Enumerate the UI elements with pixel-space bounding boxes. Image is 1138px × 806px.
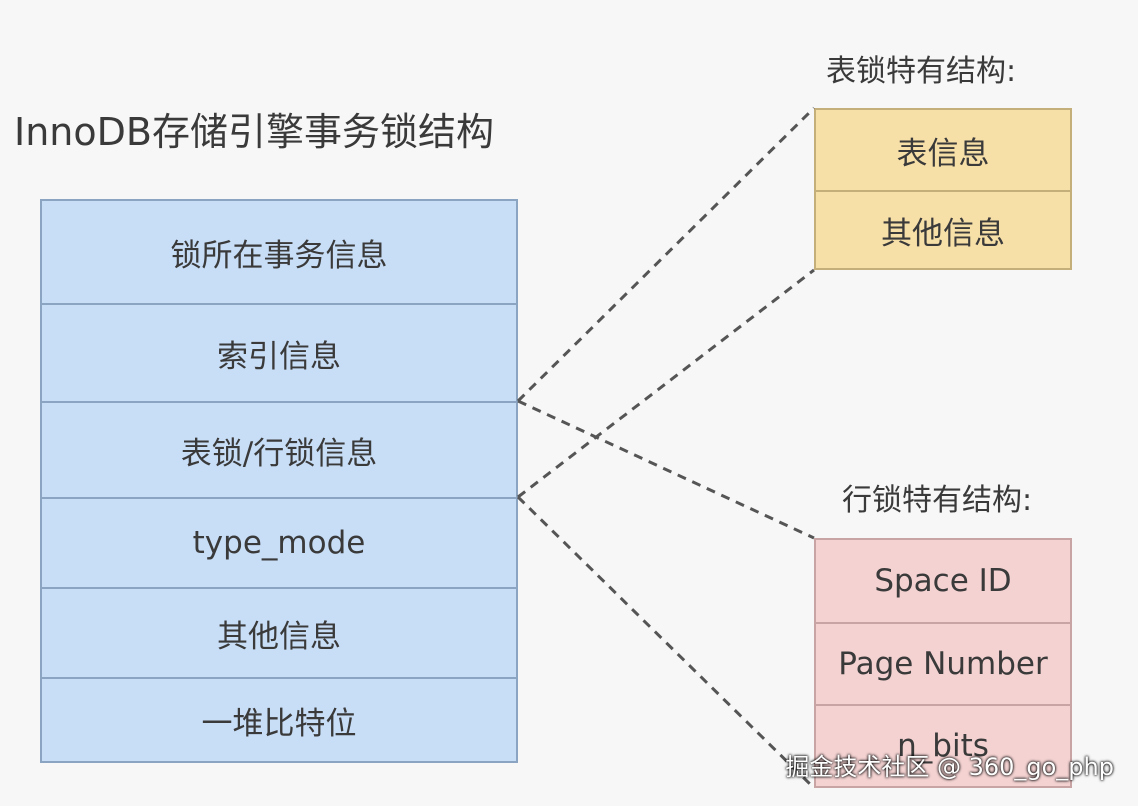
table-lock-row-other: 其他信息 [816, 190, 1070, 268]
lock-structure-row-transaction: 锁所在事务信息 [170, 237, 388, 274]
table-lock-title: 表锁特有结构: [826, 54, 1017, 89]
table-lock-box: 表信息 其他信息 [814, 108, 1072, 270]
lock-structure-row-other: 其他信息 [42, 587, 516, 677]
row-lock-box: Space ID Page Number n_bits [814, 538, 1072, 788]
diagram-title: InnoDB存储引擎事务锁结构 [14, 110, 494, 154]
connector-to-table-bottom [517, 268, 815, 499]
connector-to-row-top [517, 399, 815, 540]
lock-structure-row-index: 索引信息 [42, 303, 516, 401]
row-lock-row-page-number: Page Number [816, 622, 1070, 704]
lock-structure-row-bits: 一堆比特位 [42, 677, 516, 761]
lock-structure-row-table-row-lock: 表锁/行锁信息 [42, 401, 516, 497]
connector-to-table-top [516, 106, 816, 403]
row-lock-row-n-bits: n_bits [816, 704, 1070, 786]
row-lock-title: 行锁特有结构: [842, 483, 1033, 518]
table-lock-row-table-info: 表信息 [896, 135, 990, 172]
lock-structure-box: 锁所在事务信息 索引信息 表锁/行锁信息 type_mode 其他信息 一堆比特… [40, 199, 518, 763]
row-lock-row-space-id: Space ID [874, 563, 1012, 599]
watermark-text: 掘金技术社区 @ 360_go_php [785, 753, 1114, 781]
connector-to-row-bottom [516, 495, 816, 790]
lock-structure-row-type-mode: type_mode [42, 497, 516, 587]
